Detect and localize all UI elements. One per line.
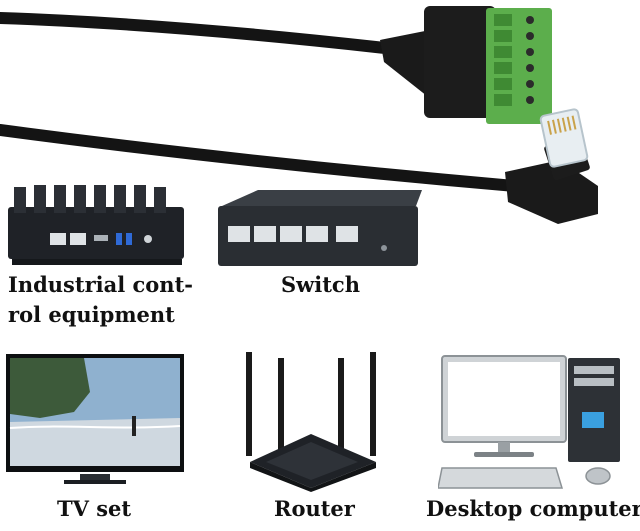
label-industrial-control-equipment-line2: rol equipment xyxy=(8,302,175,327)
wifi-router-icon xyxy=(246,352,376,492)
tv-icon xyxy=(6,354,184,484)
label-router: Router xyxy=(274,496,355,521)
ethernet-switch-icon xyxy=(218,190,422,266)
label-tv-set: TV set xyxy=(57,496,132,521)
desktop-computer-icon xyxy=(438,355,620,489)
label-switch: Switch xyxy=(281,272,360,297)
cable-terminal-block-image xyxy=(0,6,598,224)
label-industrial-control-equipment-line1: Industrial cont- xyxy=(8,272,193,297)
fanless-mini-pc-icon xyxy=(8,185,184,265)
label-desktop-computer: Desktop computer xyxy=(426,496,640,521)
